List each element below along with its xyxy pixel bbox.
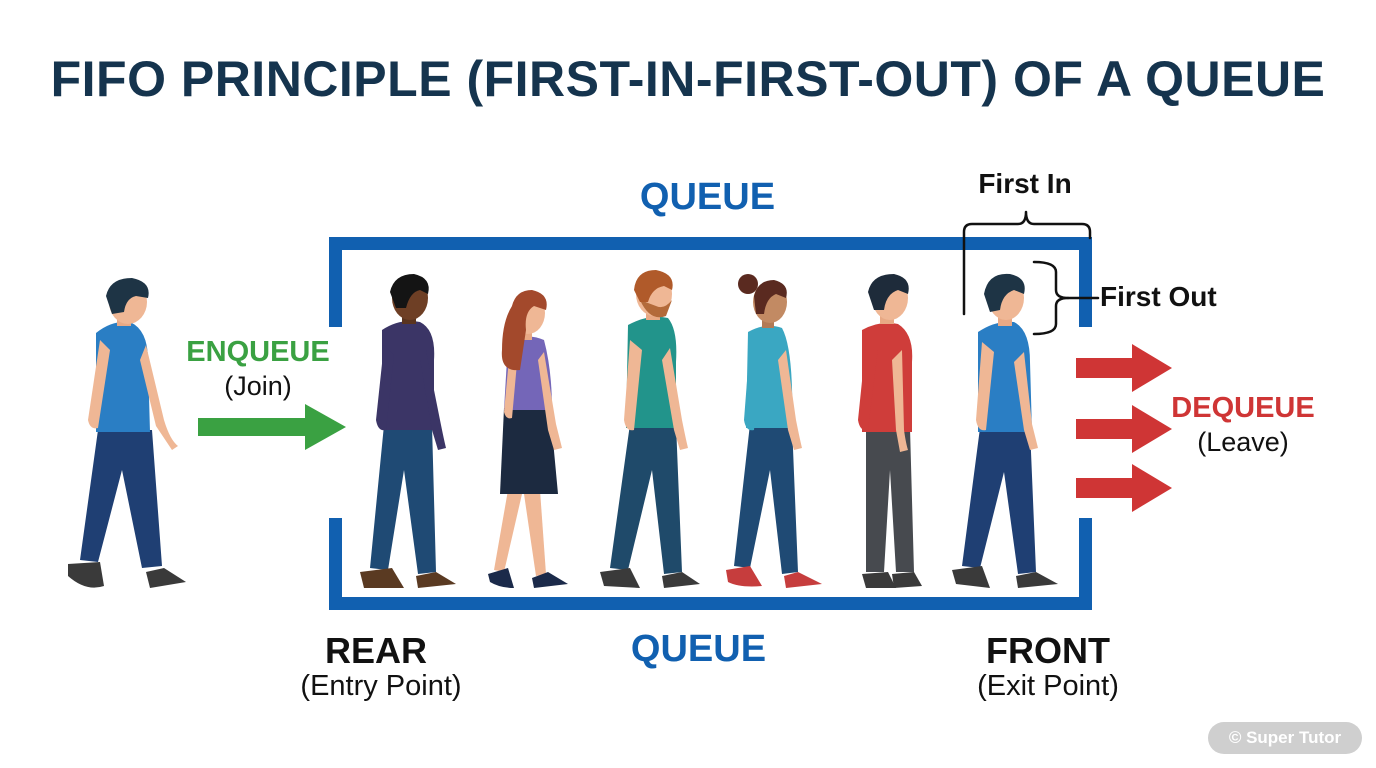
person-4 <box>726 274 822 588</box>
rear-label: REAR <box>324 630 427 671</box>
queue-box <box>329 237 1092 610</box>
dequeue-label: DEQUEUE <box>1171 392 1315 424</box>
enqueue-sublabel: (Join) <box>224 371 292 401</box>
person-5 <box>858 274 922 588</box>
first-in-label: First In <box>978 168 1072 199</box>
person-3 <box>600 270 700 588</box>
front-label: FRONT <box>986 630 1110 671</box>
first-out-label: First Out <box>1100 281 1217 312</box>
page-title: FIFO PRINCIPLE (FIRST-IN-FIRST-OUT) OF A… <box>50 51 1326 107</box>
queue-label-bottom: QUEUE <box>630 628 767 670</box>
dequeue-arrows <box>1076 344 1172 512</box>
person-1 <box>360 274 456 588</box>
watermark-badge: © Super Tutor <box>1208 722 1362 754</box>
person-joining <box>68 278 186 588</box>
queue-label-top: QUEUE <box>639 176 776 218</box>
first-in-bracket <box>962 210 1092 316</box>
person-6 <box>952 273 1058 588</box>
enqueue-arrow <box>198 404 346 450</box>
dequeue-sublabel: (Leave) <box>1197 427 1289 457</box>
first-out-bracket <box>1032 260 1100 336</box>
front-sublabel: (Exit Point) <box>977 670 1119 702</box>
person-2 <box>488 290 568 588</box>
enqueue-label: ENQUEUE <box>186 336 330 368</box>
rear-sublabel: (Entry Point) <box>300 670 462 702</box>
